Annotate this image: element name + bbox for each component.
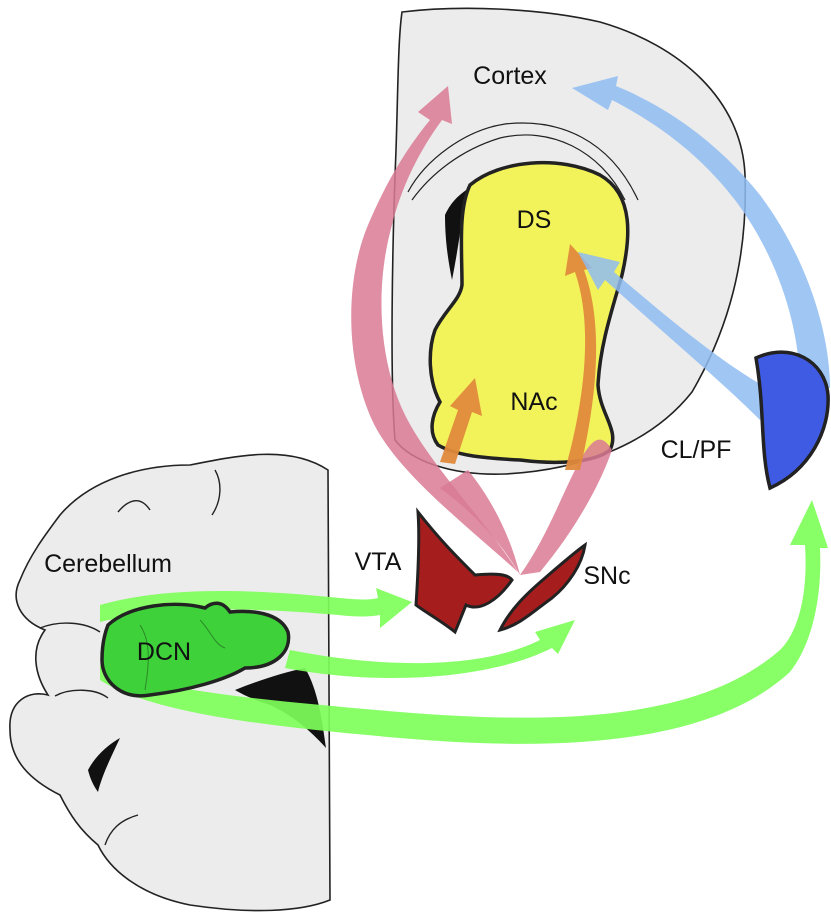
- green-arrow-dcn-vta: [100, 588, 412, 628]
- label-ds: DS: [517, 206, 552, 234]
- striatum-region: [428, 160, 630, 465]
- label-snc: SNc: [583, 562, 630, 590]
- pink-arrow-vta-snc: [520, 439, 612, 575]
- label-nac: NAc: [510, 388, 557, 416]
- cerebellum-folia-5: [104, 814, 139, 846]
- fourth-ventricle-left: [88, 738, 120, 792]
- cerebellum-folia-2: [211, 469, 221, 516]
- cerebellum-folia-4: [54, 689, 109, 699]
- cerebellum-folia-3: [39, 622, 101, 633]
- label-cl-pf: CL/PF: [661, 436, 732, 464]
- orange-arrow-snc-ds: [565, 244, 597, 470]
- lateral-ventricle: [445, 190, 466, 280]
- dcn-region: [100, 601, 291, 698]
- cerebellum-folia-1: [117, 500, 151, 513]
- pink-arrow-vta-cortex: [351, 86, 518, 572]
- vta-region: [414, 507, 514, 635]
- striatum-capsule-line: [411, 134, 626, 201]
- dcn-inner-line-1: [139, 624, 149, 691]
- label-dcn: DCN: [137, 638, 191, 666]
- snc-region: [497, 541, 588, 633]
- blue-arrow-clpf-ds: [578, 252, 780, 420]
- label-cortex: Cortex: [473, 62, 547, 90]
- dcn-inner-line-2: [199, 619, 226, 649]
- orange-arrow-vta-nac: [440, 378, 482, 464]
- pink-arrow-vta-stem: [440, 470, 520, 575]
- green-arrow-dcn-snc: [285, 620, 575, 679]
- label-cerebellum: Cerebellum: [44, 550, 172, 578]
- label-vta: VTA: [355, 548, 402, 576]
- clpf-region: [754, 350, 830, 491]
- striatum-capsule-line-inner: [407, 122, 639, 201]
